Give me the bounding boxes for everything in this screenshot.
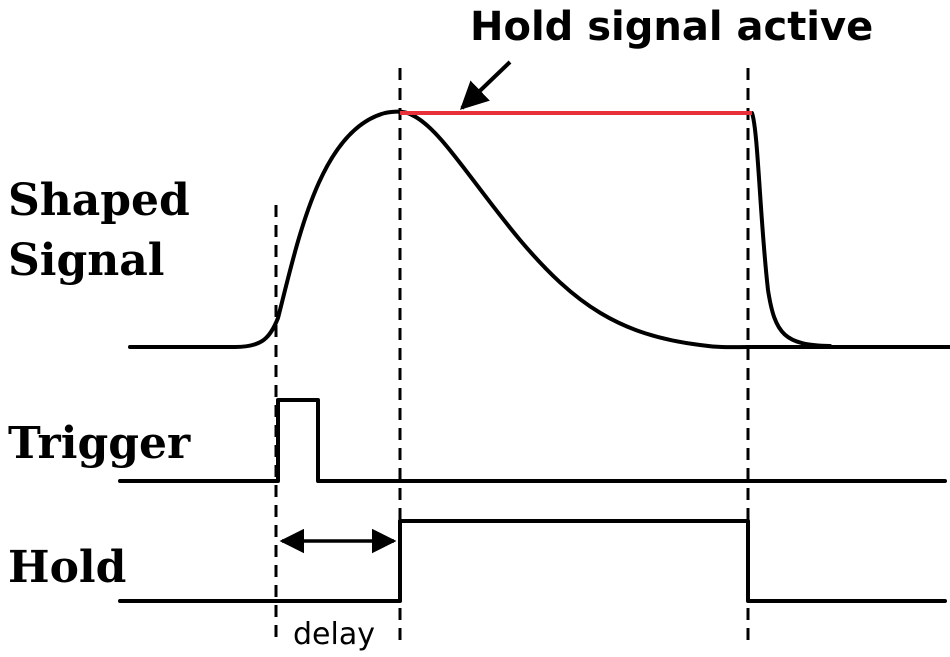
annotation-arrow xyxy=(459,60,512,110)
hold-signal-active-label: Hold signal active xyxy=(470,4,873,50)
delay-label: delay xyxy=(293,617,375,652)
hold-waveform xyxy=(118,519,947,603)
shaped-signal-waveform xyxy=(128,109,950,350)
shaped-signal-label-line2: Signal xyxy=(8,235,164,286)
hold-label: Hold xyxy=(8,542,126,593)
trigger-label: Trigger xyxy=(8,418,191,469)
held-signal-fall xyxy=(750,111,832,348)
trigger-waveform xyxy=(118,398,947,483)
shaped-signal-label-line1: Shaped xyxy=(8,175,190,226)
